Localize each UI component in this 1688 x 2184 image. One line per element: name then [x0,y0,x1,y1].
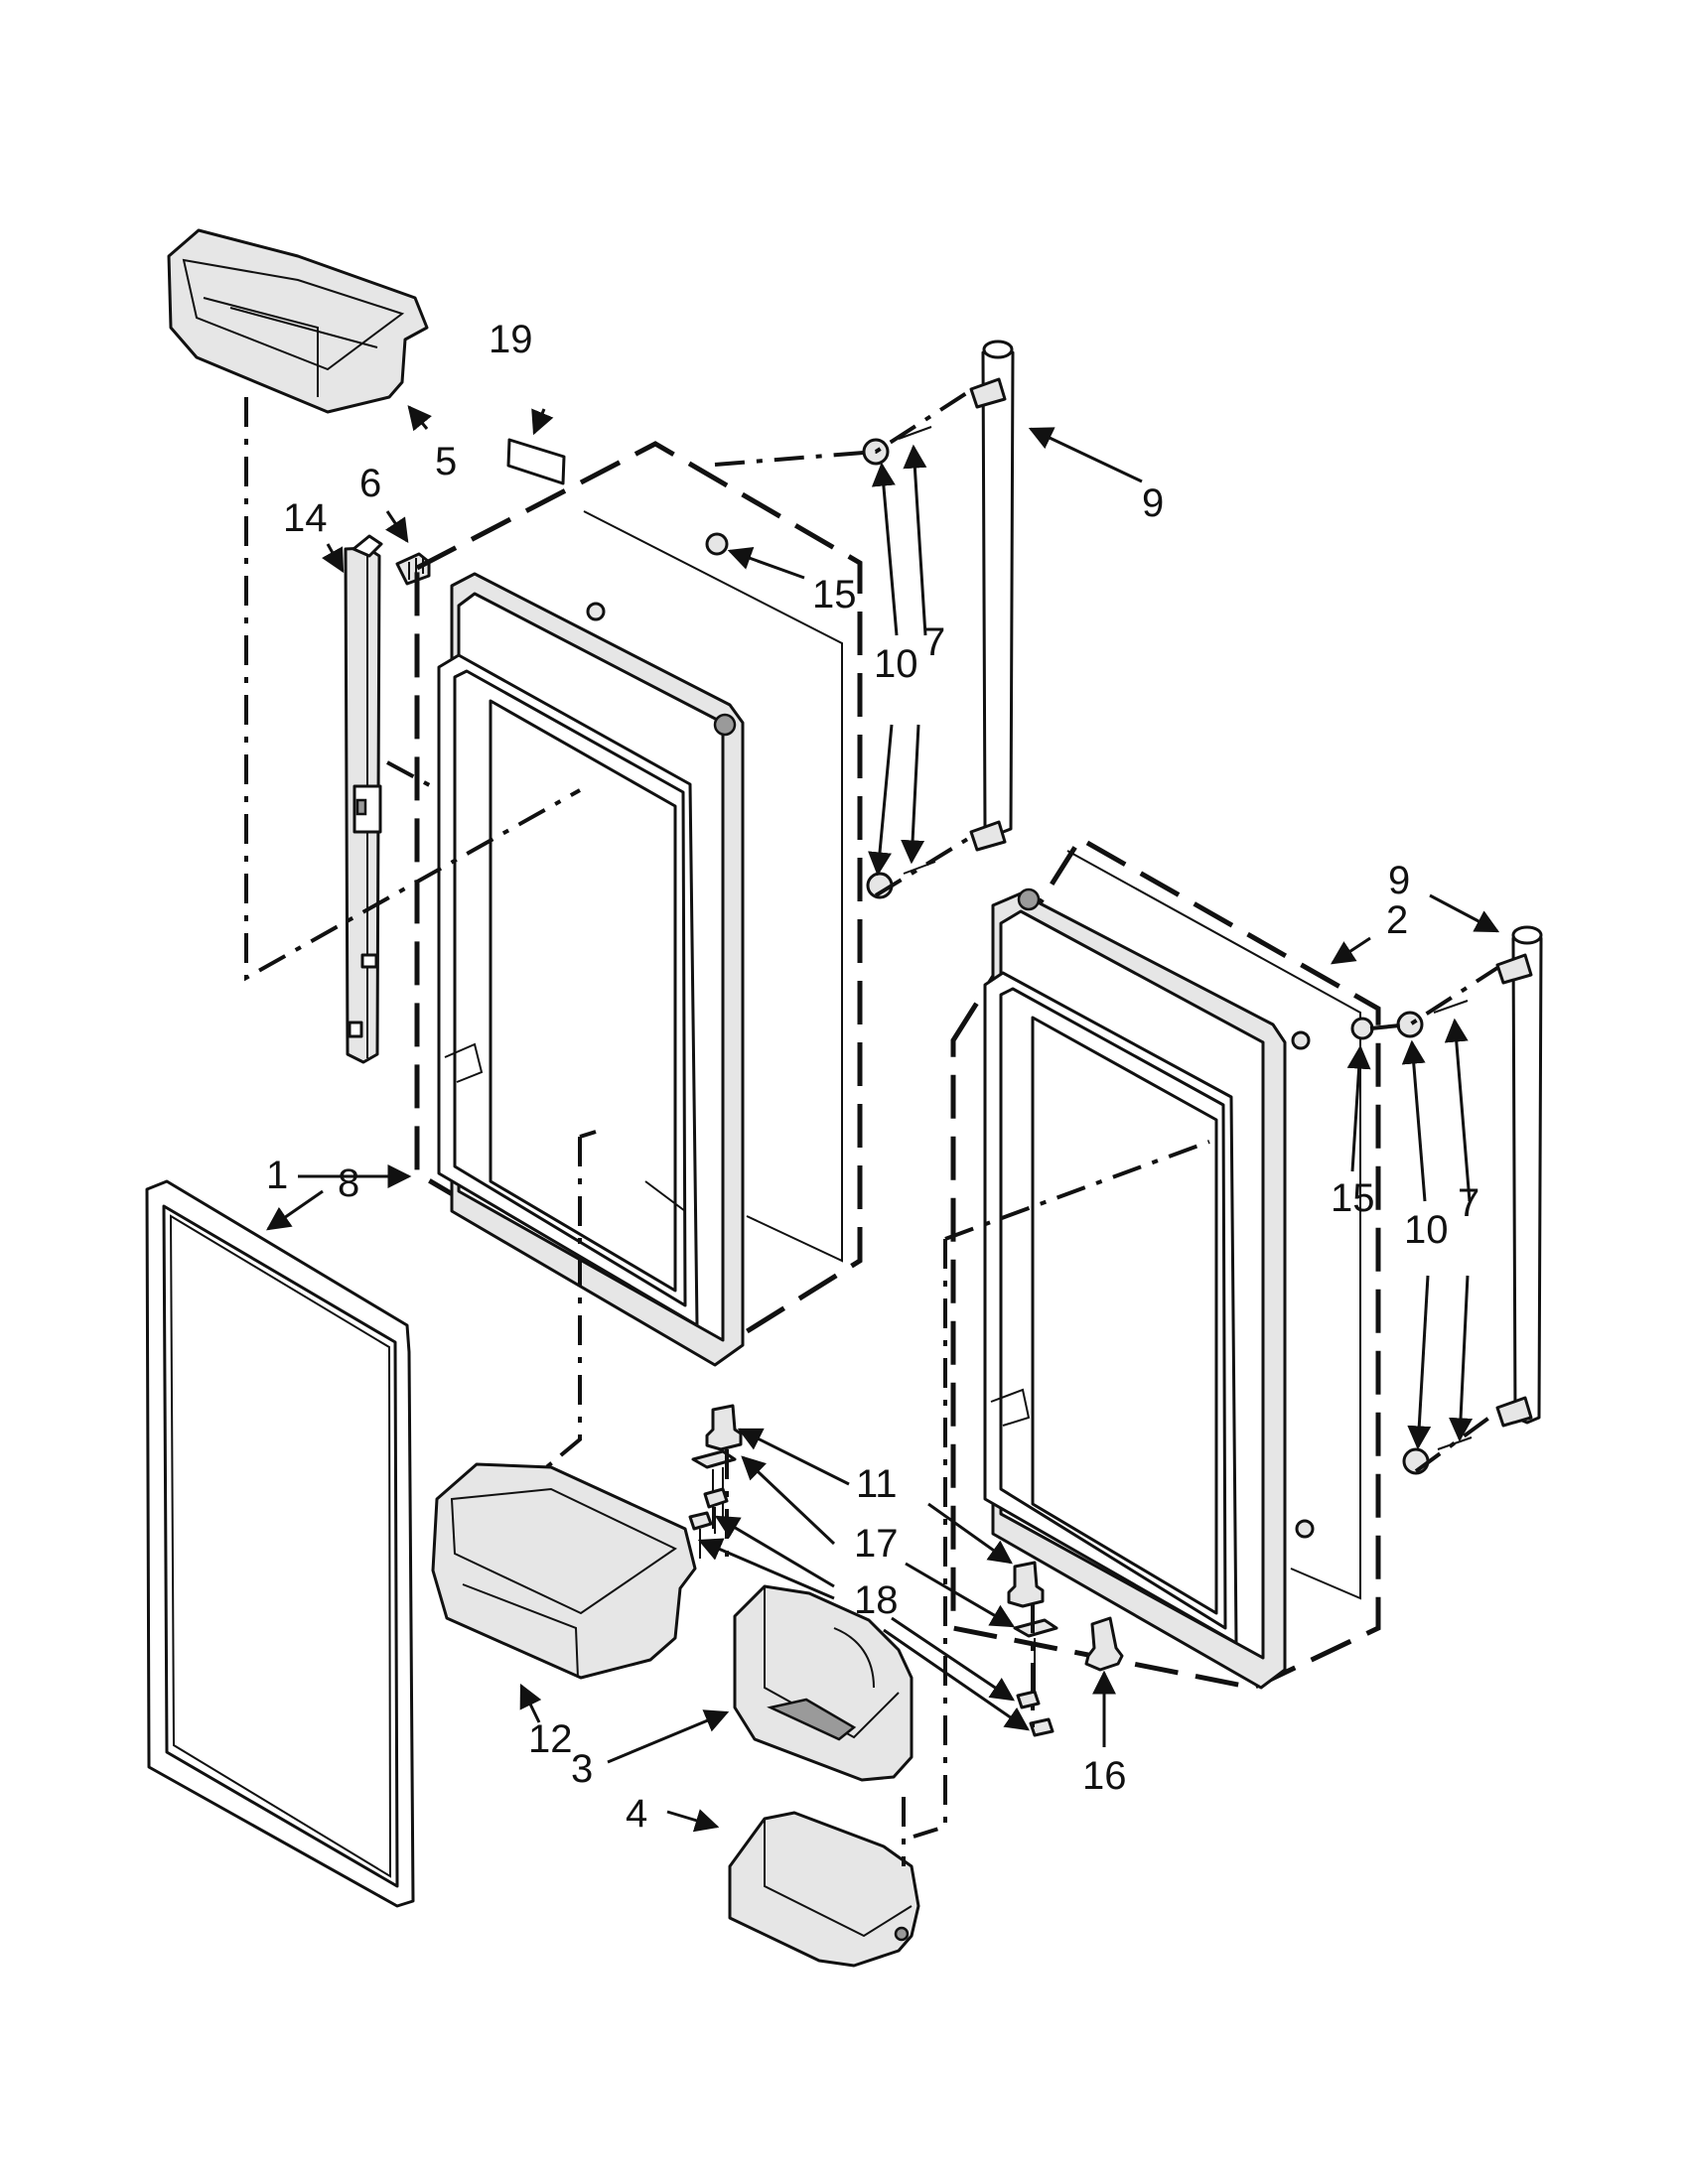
part-17-hinge-bracket-right [1013,1618,1058,1700]
callout-18: 18 [854,1578,899,1622]
callout-19: 19 [489,318,533,361]
part-9-handle-right [1495,925,1543,1428]
part-3-dispenser-cover [733,1584,914,1782]
callout-9-top: 9 [1142,481,1164,525]
part-8-door-gasket [145,1179,415,1908]
part-15-plug-top [705,532,729,556]
callout-3: 3 [571,1747,593,1791]
callout-4: 4 [626,1792,647,1836]
part-18-screws-left [688,1487,729,1559]
part-4-dispenser-cover [728,1811,920,1968]
callout-15-top: 15 [812,573,857,616]
callout-14: 14 [283,496,328,540]
callout-8: 8 [338,1161,359,1205]
callout-5: 5 [435,440,457,483]
callout-1: 1 [266,1154,288,1197]
callout-6: 6 [359,462,381,505]
part-2-door-outline [950,835,1381,1691]
part-15-plug-right [1350,1017,1374,1040]
callout-7-right: 7 [1458,1181,1479,1225]
callout-12: 12 [528,1717,573,1761]
callout-2: 2 [1386,898,1408,942]
callout-17: 17 [854,1522,899,1566]
callout-16: 16 [1082,1754,1127,1798]
callout-15-right: 15 [1331,1176,1375,1220]
part-2-door-body [983,887,1287,1690]
part-6-screw [395,552,431,586]
door-liner-panel [583,510,843,1263]
part-12-door-bin [431,1462,697,1680]
part-9-handle-top [969,340,1015,852]
part-14-trim-strip [344,534,383,1064]
callout-9-right: 9 [1388,859,1410,902]
part-18-screws-right [1016,1690,1055,1737]
alignment-lines [244,390,1499,1866]
door-liner-panel-right [1066,850,1361,1600]
part-1-door-body [437,572,745,1367]
part-16-hinge-pin [1084,1616,1124,1672]
callout-10-right: 10 [1404,1208,1449,1252]
part-11-hinge-bushing-right [1007,1561,1045,1608]
part-1-door-outline [414,441,863,1353]
callout-11: 11 [856,1462,898,1506]
callout-7-top: 7 [923,620,945,664]
part-19-label [506,438,566,485]
callout-10-top: 10 [874,642,918,686]
part-5-door-bin [167,228,429,414]
callout-labels: 19 5 6 14 9 15 10 7 9 2 15 10 7 1 8 11 1… [266,318,1479,1836]
leader-arrows [266,405,1500,1833]
part-11-hinge-bushing-left [705,1404,743,1451]
